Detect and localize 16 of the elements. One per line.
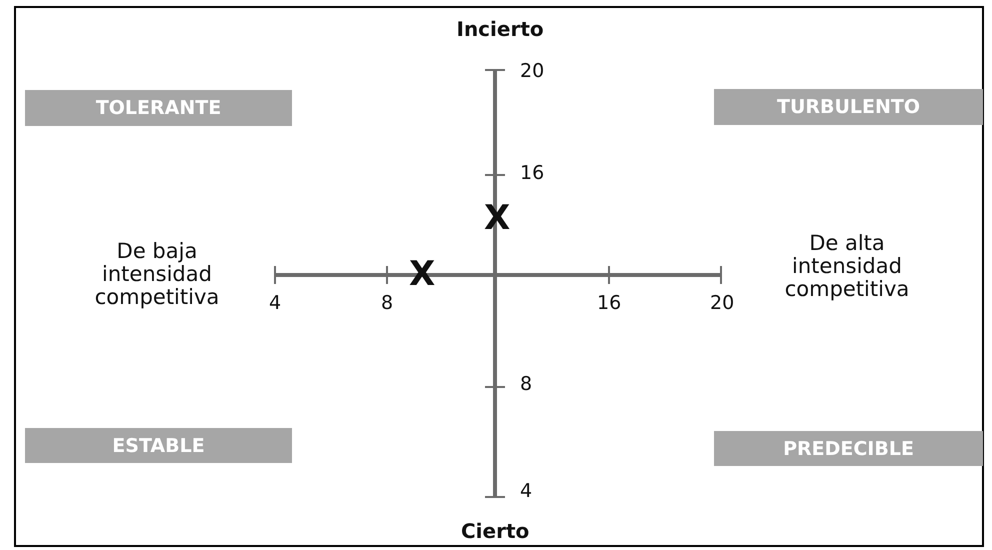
axis-title: Incierto: [456, 18, 544, 40]
axis-end-label: De baja intensidad competitiva: [94, 240, 220, 310]
axis-title: Cierto: [461, 520, 530, 542]
quadrant-band: ESTABLE: [25, 428, 292, 463]
tick-label: 20: [710, 293, 734, 314]
tick-label: 8: [381, 293, 394, 314]
tick-label: 16: [597, 293, 622, 314]
quadrant-band: TURBULENTO: [714, 89, 983, 125]
tick-label: 4: [269, 293, 282, 314]
tick-label: 20: [520, 61, 544, 82]
quadrant-band: PREDECIBLE: [714, 431, 983, 466]
tick-label: 4: [520, 481, 532, 502]
axis-end-label: De alta intensidad competitiva: [784, 232, 910, 302]
quadrant-band: TOLERANTE: [25, 90, 292, 126]
tick-label: 8: [520, 374, 532, 395]
tick-label: 16: [520, 163, 544, 184]
